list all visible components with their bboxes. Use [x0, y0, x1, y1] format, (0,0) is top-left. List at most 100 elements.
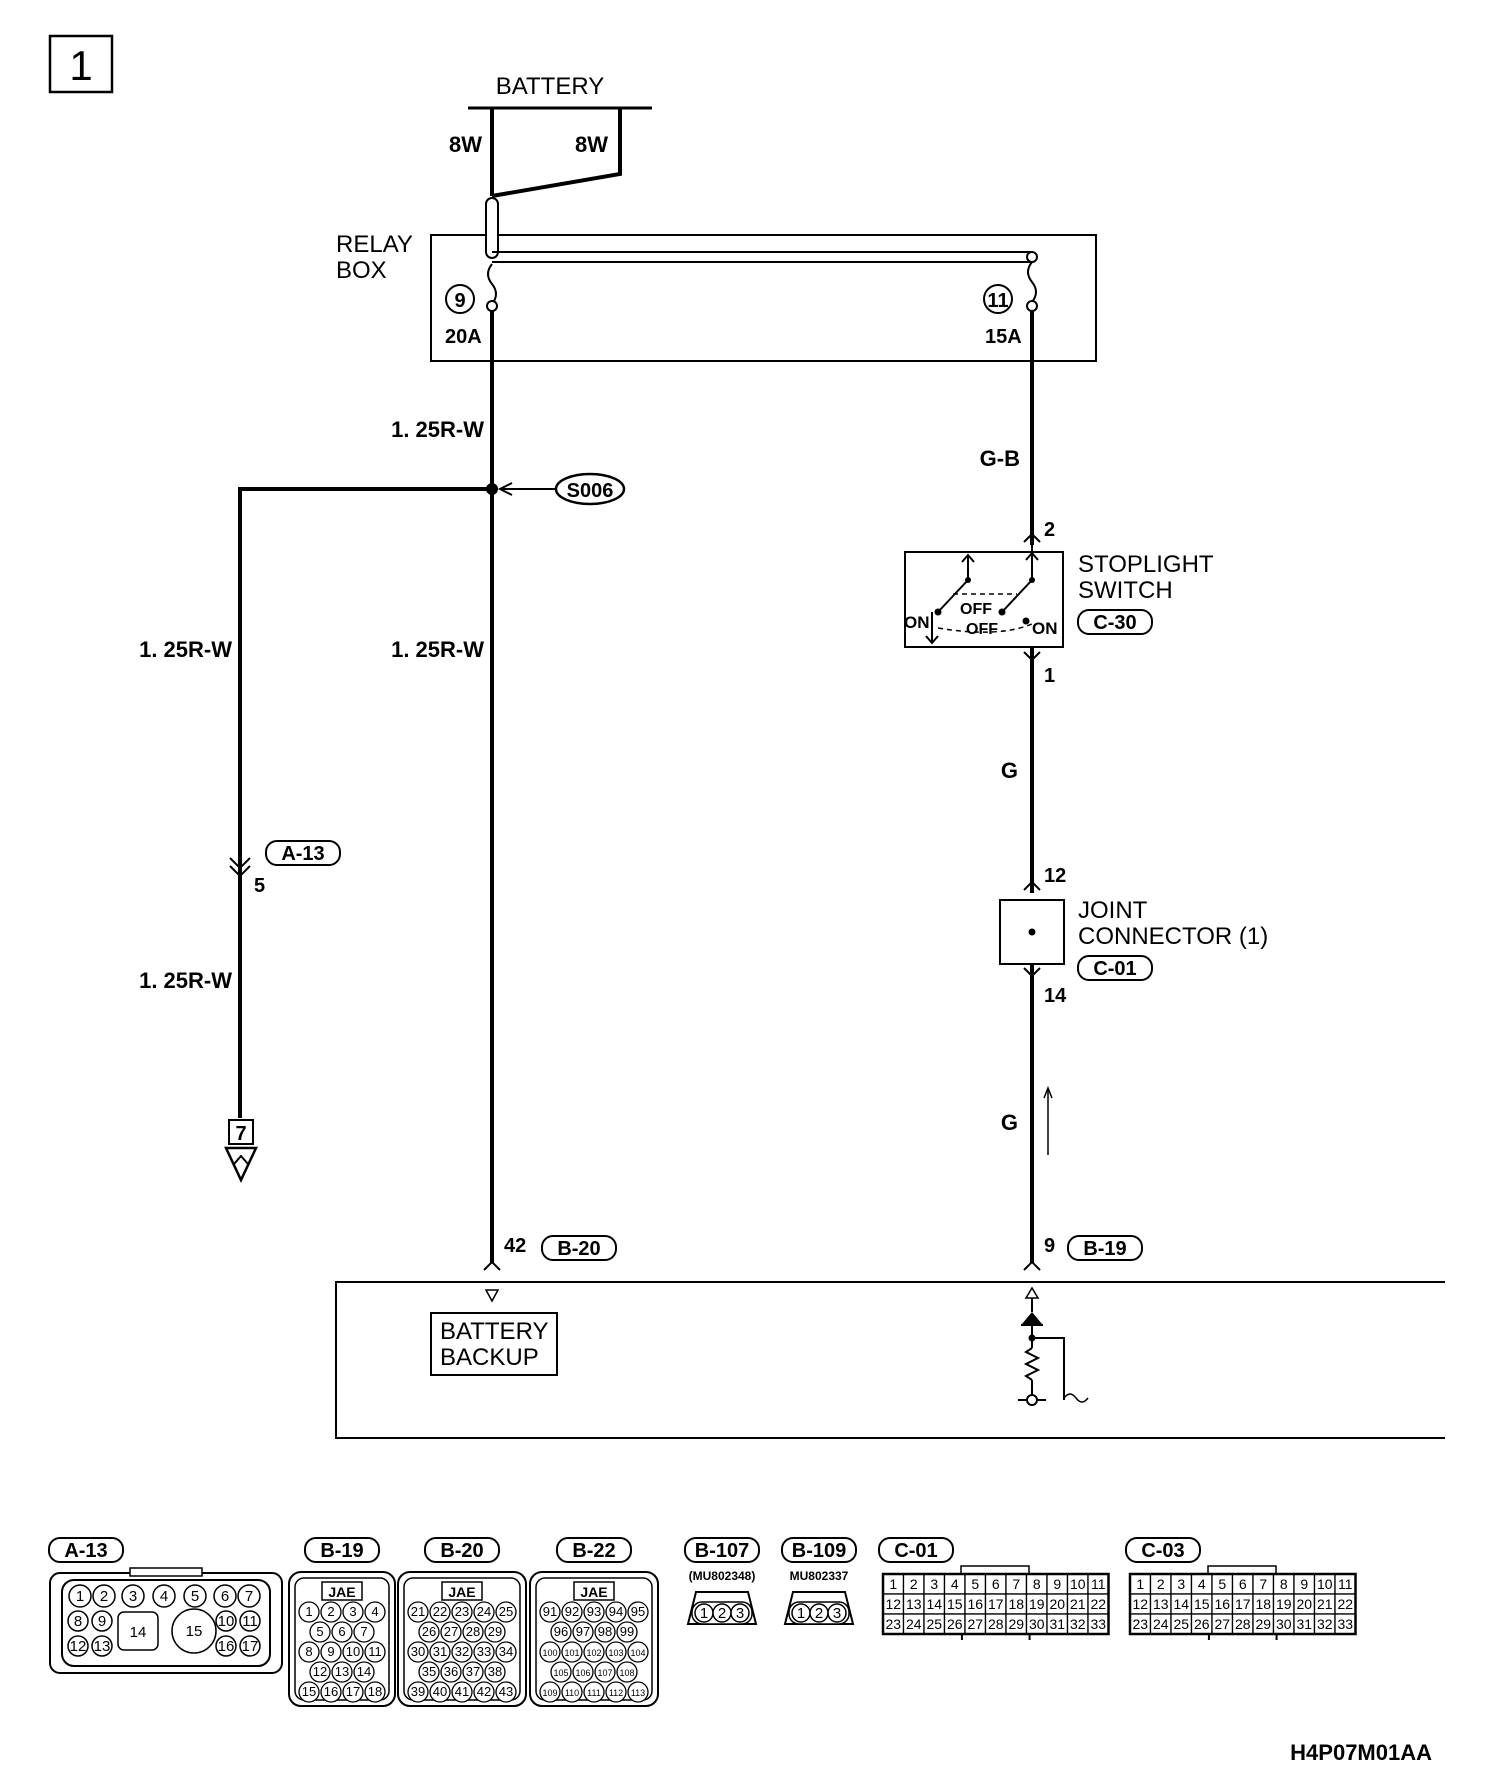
- a13-pin-label-1: 1: [76, 1588, 84, 1605]
- fuse-11-badge: [983, 284, 1013, 314]
- c03-pin-label-28: 28: [1235, 1616, 1251, 1632]
- b20-maker: JAE: [448, 1584, 475, 1600]
- b20-pin-35: [418, 1661, 440, 1683]
- b22-pin-label-101: 101: [564, 1648, 579, 1658]
- b19-pin-label-10: 10: [346, 1644, 360, 1659]
- b22-pin-label-103: 103: [608, 1648, 623, 1658]
- b22-pin-label-112: 112: [609, 1688, 623, 1698]
- b22-pin-100: [539, 1641, 561, 1663]
- a13-pin-8: [67, 1610, 89, 1632]
- c03-pin-label-25: 25: [1173, 1616, 1189, 1632]
- c01-pin-label-11: 11: [1091, 1576, 1106, 1592]
- a13-pin-2: [92, 1584, 116, 1608]
- switch-link-dash-lower: [937, 623, 1033, 633]
- battery-backup-label-1: BATTERY: [440, 1318, 548, 1345]
- joint-connector-dot: [1028, 928, 1036, 936]
- b20-pin-31: [429, 1641, 451, 1663]
- a13-pin-label-13: 13: [94, 1638, 111, 1655]
- b20-pin-label-28: 28: [466, 1624, 480, 1639]
- c01-label: C-01: [894, 1540, 937, 1562]
- a13-pin-label-10: 10: [218, 1613, 235, 1630]
- switch-off-upper: OFF: [960, 601, 992, 618]
- ground-number: 7: [235, 1123, 246, 1145]
- c01-pin-label-30: 30: [1029, 1616, 1045, 1632]
- relay-box: [430, 234, 1097, 362]
- b22-pin-label-97: 97: [576, 1624, 590, 1639]
- b19-pin-1: [298, 1601, 320, 1623]
- a13-pin-17: [239, 1635, 261, 1657]
- c03-pin-label-23: 23: [1132, 1616, 1148, 1632]
- b22-label: B-22: [572, 1540, 615, 1562]
- b109-pin-label-3: 3: [833, 1605, 841, 1622]
- b22-pin-99: [616, 1621, 638, 1643]
- a13-pin-15-ring: [171, 1608, 217, 1654]
- b22-pin-label-92: 92: [565, 1604, 579, 1619]
- c01-pin-label-18: 18: [1008, 1596, 1024, 1612]
- b22-pin-96: [550, 1621, 572, 1643]
- c03-pin-label-11: 11: [1338, 1576, 1353, 1592]
- a13-pin-label-12: 12: [70, 1638, 87, 1655]
- a13-pin-6: [213, 1584, 237, 1608]
- b20-pin-28: [462, 1621, 484, 1643]
- b19-pin-label-5: 5: [316, 1624, 323, 1639]
- ecu-box: [335, 1281, 1445, 1439]
- c03-label: C-03: [1141, 1540, 1184, 1562]
- b107-pin-label-1: 1: [700, 1605, 708, 1622]
- b22-pin-106: [572, 1661, 594, 1683]
- c03-pin-label-31: 31: [1296, 1616, 1312, 1632]
- b19-pin-label-18: 18: [368, 1684, 382, 1699]
- b20-pin-29: [484, 1621, 506, 1643]
- jc-pin-bottom: 14: [1044, 985, 1067, 1007]
- b20-pin-label-21: 21: [411, 1604, 425, 1619]
- c01-pin-label-3: 3: [930, 1576, 938, 1592]
- c03-pin-label-24: 24: [1153, 1616, 1169, 1632]
- battery-wire-right: [491, 108, 622, 198]
- b19-maker: JAE: [328, 1584, 355, 1600]
- b20-pin-38: [484, 1661, 506, 1683]
- relay-box-label-1: RELAY: [336, 231, 413, 258]
- stoplight-switch-label-1: STOPLIGHT: [1078, 551, 1214, 578]
- c30-badge: [1077, 609, 1153, 635]
- b19-pin-13: [331, 1661, 353, 1683]
- b22-maker-box: [573, 1581, 615, 1601]
- c03-pin-label-21: 21: [1317, 1596, 1333, 1612]
- b22-pin-98: [594, 1621, 616, 1643]
- a13-badge: [48, 1537, 124, 1563]
- b19-pin-15: [298, 1681, 320, 1703]
- b19-pin-9: [320, 1641, 342, 1663]
- b20-label: B-20: [440, 1540, 483, 1562]
- c01-pin-label-15: 15: [947, 1596, 963, 1612]
- bus-end-terminal: [1026, 251, 1038, 263]
- b107-pin-3: [730, 1603, 750, 1623]
- a13-pin-13: [91, 1635, 113, 1657]
- c03-pin-label-10: 10: [1317, 1576, 1333, 1592]
- switch-pin-bottom: 1: [1044, 665, 1055, 687]
- c03-pin-label-12: 12: [1132, 1596, 1148, 1612]
- b20-pin-label-23: 23: [455, 1604, 469, 1619]
- signal-direction-arrow: [1043, 1085, 1053, 1099]
- b19-pin-8: [298, 1641, 320, 1663]
- b20-pin-label-24: 24: [477, 1604, 491, 1619]
- b22-pin-label-111: 111: [587, 1688, 601, 1698]
- c01-pin-label-32: 32: [1070, 1616, 1086, 1632]
- c01-pin-label-5: 5: [971, 1576, 979, 1592]
- c03-pin-label-15: 15: [1194, 1596, 1210, 1612]
- b107-badge: [684, 1537, 760, 1563]
- b20-pin-26: [418, 1621, 440, 1643]
- b22-pin-109: [539, 1681, 561, 1703]
- b20-pin-21: [407, 1601, 429, 1623]
- c03-pin-label-20: 20: [1296, 1596, 1312, 1612]
- fuse-9-number: 9: [454, 290, 465, 312]
- switch-pin2-chevron: [1023, 532, 1041, 543]
- c01-badge: [878, 1537, 954, 1563]
- b19-pin-11: [364, 1641, 386, 1663]
- b20-pin-30: [407, 1641, 429, 1663]
- b22-pin-label-104: 104: [630, 1648, 645, 1658]
- b20-pin-label-30: 30: [411, 1644, 425, 1659]
- c03-pin-label-33: 33: [1337, 1616, 1353, 1632]
- ecu-left-chevron: [483, 1260, 501, 1271]
- b20-pin-23: [451, 1601, 473, 1623]
- b22-pin-92: [561, 1601, 583, 1623]
- wire-rw-top-label: 1. 25R-W: [391, 417, 484, 442]
- b19-inline-label: B-19: [1083, 1238, 1126, 1260]
